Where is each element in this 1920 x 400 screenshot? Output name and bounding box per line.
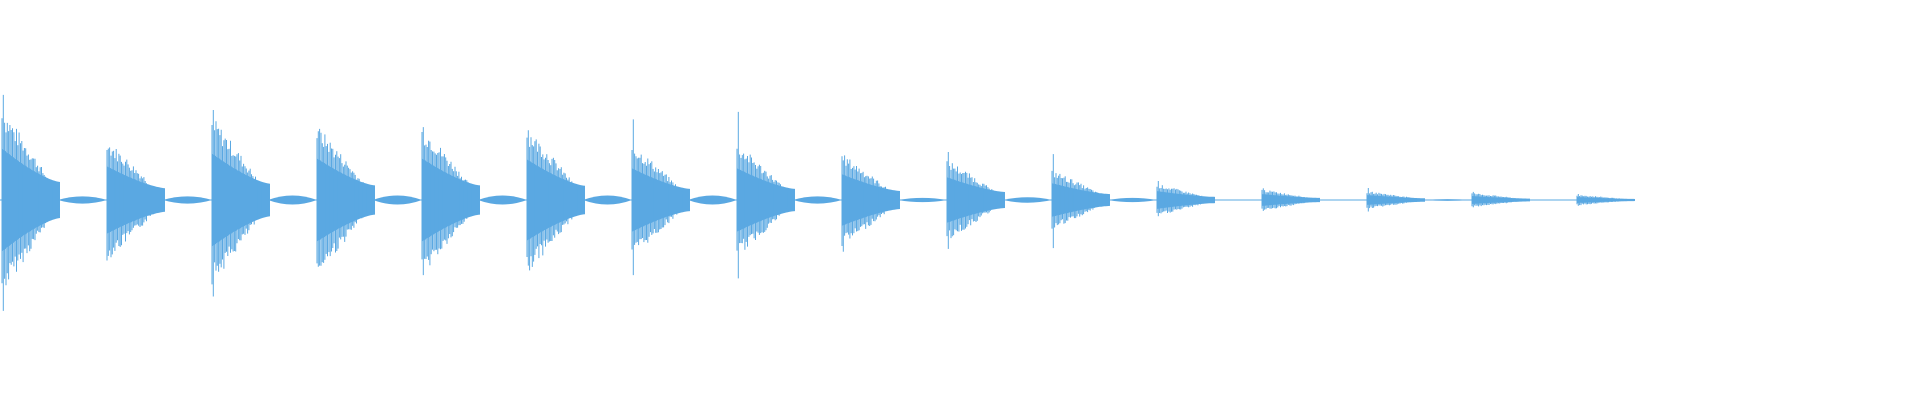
waveform-hit — [631, 119, 737, 276]
waveform-hit — [211, 110, 317, 297]
waveform-hit — [1156, 181, 1215, 217]
waveform-hit — [421, 127, 527, 276]
waveform-tail — [1108, 197, 1157, 203]
waveform-tail — [268, 195, 317, 205]
waveform-hit — [1471, 191, 1530, 208]
waveform-hit — [1, 94, 107, 311]
waveform-tail — [373, 195, 422, 205]
waveform-hit — [1576, 194, 1635, 206]
waveform-hit — [106, 147, 212, 261]
waveform-tail — [793, 196, 842, 204]
waveform-hit — [526, 130, 632, 271]
waveform-tail — [58, 196, 107, 204]
waveform-hit — [736, 111, 842, 279]
waveform-hit — [1366, 188, 1472, 212]
waveform-tail — [1003, 197, 1052, 203]
waveform-tail — [163, 196, 212, 204]
waveform-tail — [898, 197, 947, 203]
waveform-hit — [316, 128, 422, 267]
waveform-tail — [583, 195, 632, 205]
waveform-tail — [1423, 199, 1472, 201]
waveform-tail — [478, 195, 527, 205]
waveform-hit — [1051, 154, 1157, 249]
waveform-hit — [1261, 188, 1320, 211]
waveform-tail — [688, 195, 737, 205]
waveform-hit — [946, 152, 1052, 249]
waveform-hit — [841, 155, 947, 252]
